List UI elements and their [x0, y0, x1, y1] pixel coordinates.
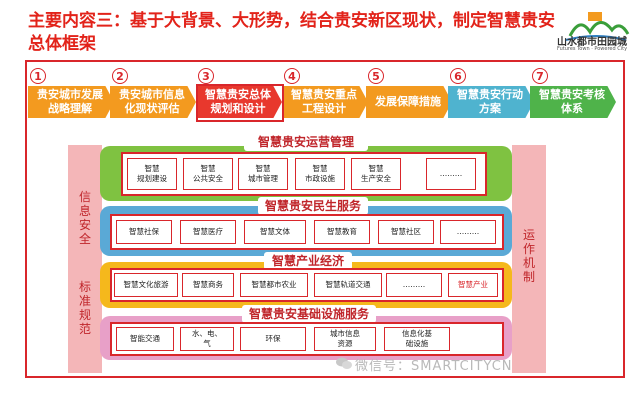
people-cell: 智慧社区 [378, 220, 434, 244]
ops-cell: 智慧规划建设 [127, 158, 177, 190]
industry-cell: 智慧文化旅游 [114, 273, 178, 297]
industry-cell: 智慧轨道交通 [314, 273, 382, 297]
people-cell: 智慧医疗 [180, 220, 236, 244]
step-number: 2 [112, 68, 128, 84]
ops-cell: 智慧公共安全 [183, 158, 233, 190]
ops-cell: ……… [426, 158, 476, 190]
logo-icon [565, 12, 630, 41]
step-1: 1 贵安城市发展战略理解 [28, 68, 114, 120]
step-7: 7 智慧贵安考核体系 [530, 68, 616, 120]
main-frame [25, 60, 625, 378]
infra-cell: 城市信息资源 [314, 327, 376, 351]
people-cell: ……… [440, 220, 496, 244]
step-6: 6 智慧贵安行动方案 [448, 68, 534, 120]
infra-cell: 智能交通 [116, 327, 174, 351]
logo-text: 山水都市田园城 [557, 37, 627, 48]
watermark: 微信号：SMARTCITYCN [355, 359, 513, 374]
page-title: 主要内容三：基于大背景、大形势，结合贵安新区现状，制定智慧贵安总体框架 [28, 11, 555, 54]
industry-cell: ……… [386, 273, 442, 297]
standards-label: 标准规范 [78, 280, 91, 336]
step-label: 智慧贵安重点工程设计 [282, 86, 368, 118]
operation-mechanism-label: 运作机制 [522, 228, 535, 284]
step-2: 2 贵安城市信息化现状评估 [110, 68, 196, 120]
step-label: 贵安城市信息化现状评估 [110, 86, 196, 118]
infra-cell: 环保 [240, 327, 306, 351]
band-operations-title: 智慧贵安运营管理 [244, 133, 368, 151]
step-label: 发展保障措施 [366, 86, 452, 118]
step-number: 5 [368, 68, 384, 84]
step-number: 6 [450, 68, 466, 84]
ops-cell: 智慧市政设施 [295, 158, 345, 190]
step-label: 贵安城市发展战略理解 [28, 86, 114, 118]
people-cell: 智慧文体 [244, 220, 306, 244]
infra-cell: 信息化基础设施 [384, 327, 450, 351]
step-number: 3 [198, 68, 214, 84]
band-infrastructure-title: 智慧贵安基础设施服务 [242, 305, 376, 323]
step-number: 1 [30, 68, 46, 84]
step-4: 4 智慧贵安重点工程设计 [282, 68, 368, 120]
people-cell: 智慧教育 [314, 220, 370, 244]
logo-subtitle: Futures Town · Powered City [556, 46, 628, 52]
band-industry-title: 智慧产业经济 [264, 252, 352, 270]
step-number: 4 [284, 68, 300, 84]
people-cell: 智慧社保 [116, 220, 172, 244]
infra-cell: 水、电、气 [180, 327, 234, 351]
people-inner-frame [110, 214, 504, 250]
step-label: 智慧贵安总体规划和设计 [196, 86, 282, 118]
info-security-label: 信息安全 [78, 190, 91, 246]
step-3: 3 智慧贵安总体规划和设计 [196, 68, 282, 120]
right-side-column [512, 145, 546, 373]
current-step-highlight [196, 84, 284, 122]
step-5: 5 发展保障措施 [366, 68, 452, 120]
left-side-column [68, 145, 102, 373]
industry-cell: 智慧都市农业 [240, 273, 308, 297]
step-label: 智慧贵安考核体系 [530, 86, 616, 118]
ops-cell: 智慧生产安全 [351, 158, 401, 190]
ops-cell: 智慧城市管理 [238, 158, 288, 190]
wechat-icon [336, 357, 352, 369]
step-label: 智慧贵安行动方案 [448, 86, 534, 118]
industry-cell: 智慧商务 [182, 273, 234, 297]
band-people-title: 智慧贵安民生服务 [258, 197, 368, 215]
step-number: 7 [532, 68, 548, 84]
industry-cell: 智慧产业 [448, 273, 498, 297]
